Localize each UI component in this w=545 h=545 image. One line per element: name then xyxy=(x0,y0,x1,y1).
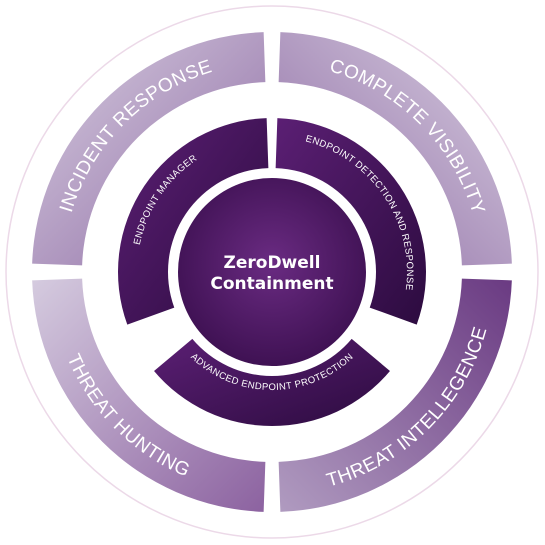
outer-segment-threat-intellegence xyxy=(278,278,512,512)
outer-segment-complete-visibility xyxy=(278,32,512,266)
outer-segment-incident-response xyxy=(32,32,266,266)
inner-segment-endpoint-detection-and-response xyxy=(275,118,427,325)
inner-segment-endpoint-manager xyxy=(118,118,269,325)
inner-segment-advanced-endpoint-protection xyxy=(154,338,390,426)
outer-segment-threat-hunting xyxy=(32,278,266,512)
core-circle xyxy=(178,178,366,366)
core-title-line1: ZeroDwell xyxy=(224,253,321,273)
outer-outline-ring xyxy=(5,5,539,539)
core-title-line2: Containment xyxy=(210,274,333,294)
